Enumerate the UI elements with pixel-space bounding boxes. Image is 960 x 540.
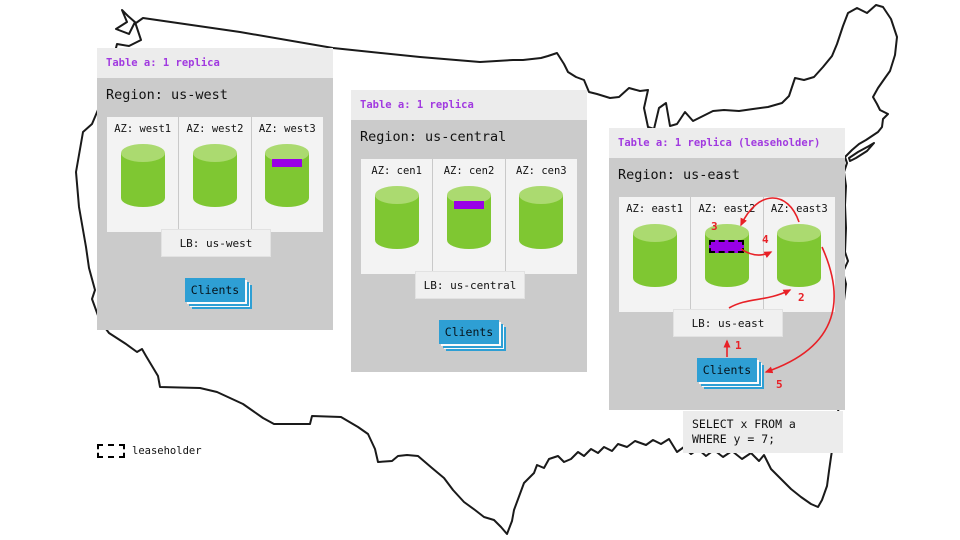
legend-label: leaseholder (132, 445, 202, 457)
az-cell-west1: AZ: west1 (107, 117, 180, 232)
replica-band (453, 201, 484, 209)
sql-line: WHERE y = 7; (692, 432, 776, 446)
table-replica-label: Table a: 1 replica (leaseholder) (618, 137, 821, 149)
table-replica-header: Table a: 1 replica (351, 90, 587, 120)
step-number-1: 1 (735, 339, 742, 352)
az-group: AZ: cen1 AZ: cen2 AZ: cen3 (361, 159, 577, 274)
az-cell-west3: AZ: west3 (252, 117, 323, 232)
database-cylinder (777, 224, 822, 287)
clients-box: Clients (697, 358, 757, 382)
az-cell-east1: AZ: east1 (619, 197, 692, 312)
sql-query-box: SELECT x FROM a WHERE y = 7; (683, 411, 843, 453)
region-panel-us-west: Table a: 1 replica Region: us-west AZ: w… (97, 48, 333, 330)
region-panel-us-central: Table a: 1 replica Region: us-central AZ… (351, 90, 587, 372)
cylinder-top (632, 224, 677, 242)
region-title: Region: us-east (618, 167, 740, 183)
database-cylinder (446, 186, 491, 249)
az-label: AZ: west1 (114, 123, 172, 135)
step-number-3: 3 (711, 220, 718, 233)
cylinder-top (192, 144, 237, 162)
sql-line: SELECT x FROM a (692, 417, 796, 431)
table-replica-label: Table a: 1 replica (360, 99, 474, 111)
az-label: AZ: east3 (770, 203, 828, 215)
az-label: AZ: cen2 (443, 165, 495, 177)
cylinder-top (120, 144, 165, 162)
az-label: AZ: west2 (186, 123, 244, 135)
az-label: AZ: cen3 (516, 165, 567, 177)
leaseholder-swatch-icon (97, 444, 125, 458)
region-title: Region: us-central (360, 129, 507, 145)
cylinder-top (374, 186, 419, 204)
az-label: AZ: cen1 (371, 165, 422, 177)
cylinder-top (777, 224, 822, 242)
leaseholder-band (708, 240, 744, 253)
region-title: Region: us-west (106, 87, 228, 103)
az-cell-east2: AZ: east2 (691, 197, 764, 312)
database-cylinder (265, 144, 310, 207)
table-replica-header: Table a: 1 replica (leaseholder) (609, 128, 845, 158)
load-balancer-box: LB: us-central (415, 271, 525, 299)
database-cylinder (374, 186, 419, 249)
az-label: AZ: west3 (258, 123, 316, 135)
legend: leaseholder (97, 444, 202, 458)
database-cylinder (632, 224, 677, 287)
cylinder-top (519, 186, 564, 204)
az-group: AZ: west1 AZ: west2 AZ: west3 (107, 117, 323, 232)
az-cell-cen1: AZ: cen1 (361, 159, 434, 274)
az-label: AZ: east2 (698, 203, 756, 215)
clients-box: Clients (185, 278, 245, 302)
step-number-4: 4 (762, 233, 769, 246)
database-cylinder (704, 224, 749, 287)
step-number-2: 2 (798, 291, 805, 304)
replica-band (272, 159, 303, 167)
table-replica-label: Table a: 1 replica (106, 57, 220, 69)
database-cylinder (120, 144, 165, 207)
table-replica-header: Table a: 1 replica (97, 48, 333, 78)
az-cell-cen2: AZ: cen2 (433, 159, 506, 274)
az-cell-west2: AZ: west2 (179, 117, 252, 232)
load-balancer-box: LB: us-west (161, 229, 271, 257)
clients-box: Clients (439, 320, 499, 344)
az-label: AZ: east1 (626, 203, 684, 215)
database-cylinder (519, 186, 564, 249)
region-panel-us-east: Table a: 1 replica (leaseholder) Region:… (609, 128, 845, 410)
load-balancer-box: LB: us-east (673, 309, 783, 337)
step-number-5: 5 (776, 378, 783, 391)
az-cell-cen3: AZ: cen3 (506, 159, 577, 274)
database-cylinder (192, 144, 237, 207)
